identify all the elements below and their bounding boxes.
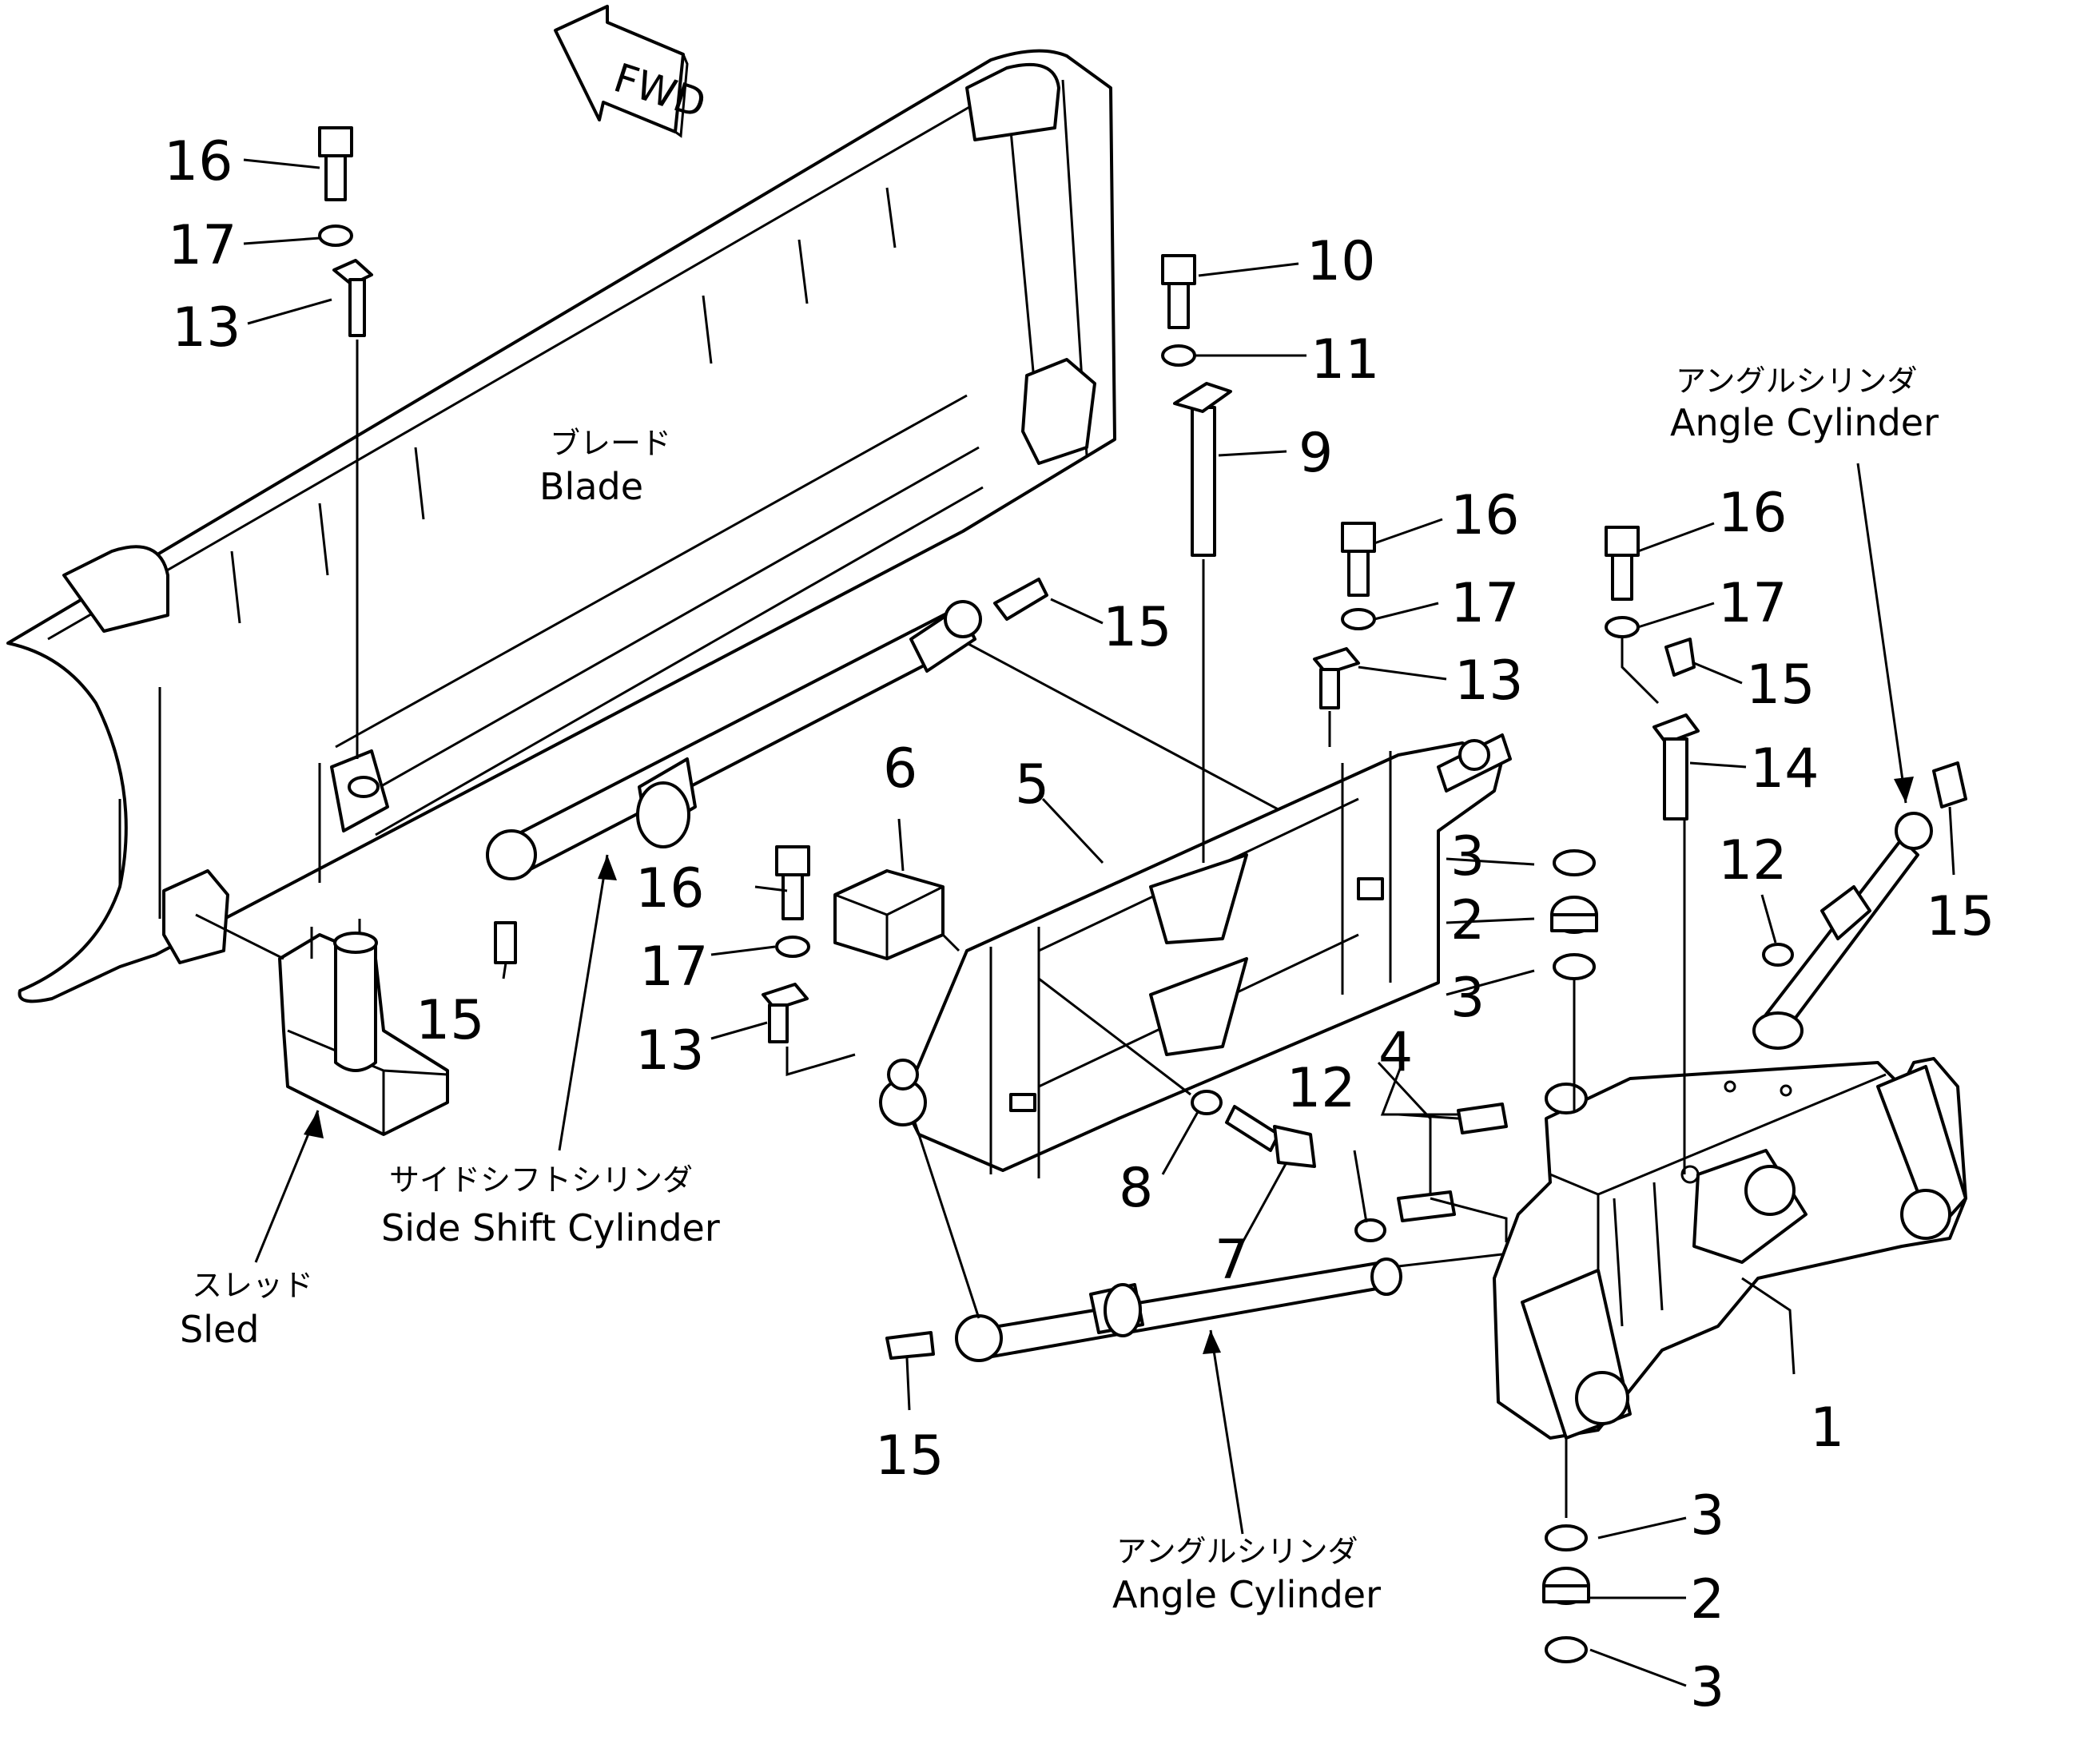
- side-shift-label-en: Side Shift Cylinder: [381, 1206, 720, 1250]
- side-shift-leader-arrow: [558, 854, 609, 1151]
- washer-17-a: [318, 224, 353, 247]
- callout-12: 12: [1287, 1057, 1356, 1120]
- callout-15: 15: [875, 1424, 945, 1488]
- callout-3: 3: [1690, 1484, 1724, 1547]
- spacer-stack-upper: [1550, 849, 1598, 980]
- callout-2: 2: [1450, 889, 1485, 952]
- sled-leader-arrow: [254, 1110, 320, 1263]
- callout-14: 14: [1750, 737, 1819, 801]
- callout-15: 15: [416, 989, 485, 1052]
- washer-8: [1191, 1090, 1223, 1115]
- bolt-16-a: [318, 126, 353, 201]
- bolt-16-c: [1605, 526, 1640, 601]
- callout-8: 8: [1119, 1157, 1153, 1220]
- block: [833, 869, 945, 960]
- fitting-15-a: [993, 578, 1048, 621]
- bolt-10: [1161, 254, 1196, 329]
- angle-cylinder-right: [1752, 812, 1933, 1050]
- callout-17: 17: [1450, 572, 1520, 635]
- fitting-15-b: [494, 921, 517, 964]
- side-shift-cylinder: [486, 600, 1319, 880]
- callout-17: 17: [168, 214, 237, 277]
- spacer-stack-lower: [1542, 1524, 1590, 1663]
- sled-label-en: Sled: [180, 1308, 259, 1351]
- bolt-16-d: [775, 845, 810, 920]
- assembly-lines: [195, 340, 1686, 1518]
- callout-3: 3: [1450, 825, 1485, 888]
- callout-9: 9: [1298, 422, 1333, 485]
- washer-11: [1161, 344, 1196, 367]
- callout-5: 5: [1015, 753, 1049, 816]
- washer-17-d: [775, 936, 810, 958]
- callout-4: 4: [1378, 1021, 1413, 1084]
- callout-17: 17: [639, 936, 709, 999]
- callout-12: 12: [1718, 829, 1788, 892]
- callout-7: 7: [1215, 1229, 1249, 1292]
- callout-2: 2: [1690, 1568, 1724, 1631]
- fitting-15-e: [885, 1331, 935, 1360]
- fitting-15-c: [1664, 638, 1696, 677]
- callout-11: 11: [1310, 328, 1380, 391]
- blade: [6, 49, 1116, 1003]
- sled: [278, 919, 449, 1136]
- washer-12-a: [1354, 1218, 1386, 1242]
- bolt-7: [1225, 1105, 1316, 1168]
- callout-10: 10: [1306, 230, 1376, 293]
- fitting-4-b: [1397, 1190, 1456, 1222]
- callout-15: 15: [1746, 654, 1816, 717]
- pin-13-b: [1313, 647, 1360, 709]
- sled-label-jp: スレッド: [192, 1268, 313, 1303]
- callout-16: 16: [1450, 484, 1520, 547]
- callout-3: 3: [1450, 967, 1485, 1030]
- washer-12-b: [1762, 943, 1794, 967]
- callout-16: 16: [164, 130, 233, 193]
- angle-cylinder-bottom-arrowhead: [1203, 1330, 1221, 1354]
- fitting-4-a: [1457, 1102, 1508, 1134]
- angle-cylinder-right-leader: [1856, 463, 1907, 804]
- callout-15: 15: [1926, 885, 1995, 948]
- callout-13: 13: [1454, 650, 1524, 713]
- callout-16: 16: [635, 857, 705, 920]
- washer-17-c: [1605, 616, 1640, 638]
- callout-3: 3: [1690, 1656, 1724, 1719]
- side-shift-arrowhead: [598, 855, 617, 880]
- angle-cylinder-right-en: Angle Cylinder: [1670, 401, 1939, 444]
- washer-17-b: [1341, 608, 1376, 630]
- angle-cylinder-bottom-jp: アングルシリンダ: [1116, 1534, 1358, 1569]
- angle-cylinder-right-jp: アングルシリンダ: [1676, 364, 1917, 399]
- callout-13: 13: [172, 296, 241, 360]
- callout-numbers: 16 17 13 10 11 9 16 17 13 16 17 15 14 15…: [164, 130, 1995, 1719]
- pin-13-a: [332, 259, 373, 337]
- blade-label-en: Blade: [539, 465, 643, 508]
- angle-cylinder-bottom-en: Angle Cylinder: [1112, 1573, 1381, 1616]
- main-frame: [1493, 1057, 1967, 1440]
- side-shift-label-jp: サイドシフトシリンダ: [389, 1162, 693, 1198]
- sled-arrowhead: [304, 1110, 324, 1138]
- callout-leaders: [243, 158, 1955, 1687]
- callout-15: 15: [1103, 596, 1172, 659]
- callout-1: 1: [1810, 1396, 1844, 1460]
- callout-17: 17: [1718, 572, 1788, 635]
- bolt-16-b: [1341, 522, 1376, 597]
- callout-13: 13: [635, 1019, 705, 1083]
- blade-label-jp: ブレード: [550, 426, 671, 461]
- fwd-arrow-icon: FWD: [554, 5, 711, 138]
- fitting-15-d: [1932, 761, 1967, 808]
- frame: [879, 733, 1512, 1178]
- pin-14: [1652, 713, 1700, 820]
- callout-16: 16: [1718, 482, 1788, 545]
- callout-6: 6: [883, 737, 917, 801]
- pin-13-c: [762, 983, 809, 1043]
- angle-cylinder-bottom: [955, 1257, 1402, 1362]
- angle-cylinder-right-arrowhead: [1894, 777, 1914, 803]
- angle-cylinder-bottom-leader: [1209, 1329, 1244, 1535]
- pin-9: [1173, 382, 1232, 557]
